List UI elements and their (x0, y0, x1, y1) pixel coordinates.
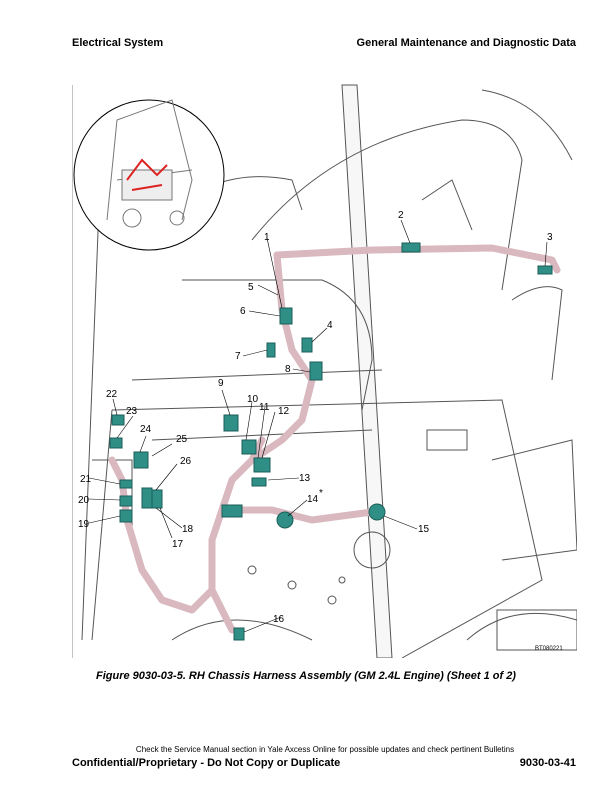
callout-15: 15 (418, 524, 430, 535)
callout-23: 23 (126, 406, 138, 417)
callout-16: 16 (273, 614, 285, 625)
inset-truck-view (73, 99, 225, 251)
callout-9: 9 (218, 378, 224, 389)
page-number: 9030-03-41 (519, 757, 576, 769)
callout-1: 1 (264, 232, 270, 243)
callout-24: 24 (140, 424, 152, 435)
update-notice: Check the Service Manual section in Yale… (135, 745, 515, 754)
callout-21: 21 (80, 474, 92, 485)
harness-illustration: 1 2 3 4 5 6 7 8 9 10 11 12 13 14 * 15 16… (72, 80, 577, 658)
callout-18: 18 (182, 524, 194, 535)
callout-14: 14 (307, 494, 319, 505)
header-section-title: Electrical System (72, 37, 164, 49)
callout-8: 8 (285, 364, 291, 375)
callout-19: 19 (78, 519, 90, 530)
callout-13: 13 (299, 473, 311, 484)
callout-3: 3 (547, 232, 553, 243)
callout-22: 22 (106, 389, 118, 400)
callout-12: 12 (278, 406, 290, 417)
callout-17: 17 (172, 539, 184, 550)
figure-id: BT080221 (535, 646, 563, 652)
callout-5: 5 (248, 282, 254, 293)
callout-4: 4 (327, 320, 333, 331)
callout-20: 20 (78, 495, 90, 506)
callout-25: 25 (176, 434, 188, 445)
header-chapter-title: General Maintenance and Diagnostic Data (356, 37, 576, 49)
figure-caption: Figure 9030-03-5. RH Chassis Harness Ass… (96, 670, 516, 682)
callout-2: 2 (398, 210, 404, 221)
callout-6: 6 (240, 306, 246, 317)
callout-26: 26 (180, 456, 192, 467)
callout-14-asterisk: * (319, 488, 323, 499)
confidentiality-notice: Confidential/Proprietary - Do Not Copy o… (72, 757, 341, 769)
callout-11: 11 (259, 402, 270, 413)
callout-10: 10 (247, 394, 259, 405)
callout-7: 7 (235, 351, 241, 362)
